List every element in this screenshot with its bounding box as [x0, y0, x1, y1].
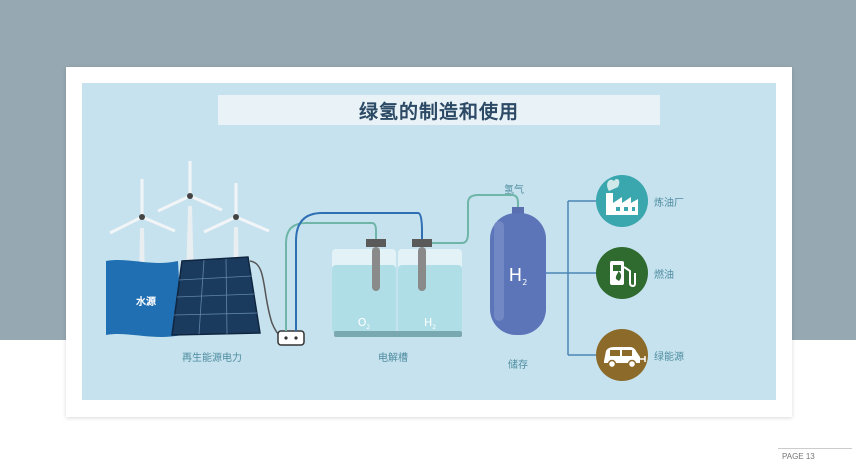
water-wave [106, 260, 182, 337]
storage-label: 储存 [508, 360, 528, 371]
fuel-pump-icon [610, 261, 636, 288]
fuel-label: 燃油 [654, 270, 674, 281]
water-source-label: 水源 [136, 297, 156, 308]
solar-panel [171, 256, 261, 336]
electrolyzer-tanks [332, 239, 462, 337]
electric-car-icon [604, 347, 646, 369]
slide-card: 绿氢的制造和使用 [66, 67, 792, 417]
renewable-power-label: 再生能源电力 [182, 353, 242, 364]
power-outlet [277, 330, 305, 346]
factory-icon [606, 179, 638, 215]
hydrogen-gas-label: 氢气 [504, 185, 524, 196]
electrolyzer-label: 电解槽 [378, 353, 408, 364]
diagram-panel: 绿氢的制造和使用 [82, 83, 776, 400]
refinery-label: 炼油厂 [654, 198, 684, 209]
tank-h2-label: H2 [509, 265, 528, 287]
distribution-lines [546, 200, 596, 356]
hydrogen-storage-tank [490, 207, 546, 335]
electrolyzer-h2-label: H2 [424, 316, 436, 331]
page-title: 绿氢的制造和使用 [358, 100, 519, 123]
green-hydrogen-diagram: O2 H2 H2 [106, 161, 648, 381]
title-bar: 绿氢的制造和使用 [218, 95, 660, 125]
footer-divider [778, 448, 852, 449]
page-number: PAGE 13 [782, 452, 815, 461]
green-energy-label: 绿能源 [654, 352, 684, 363]
electrolyzer-o2-label: O2 [358, 316, 371, 331]
